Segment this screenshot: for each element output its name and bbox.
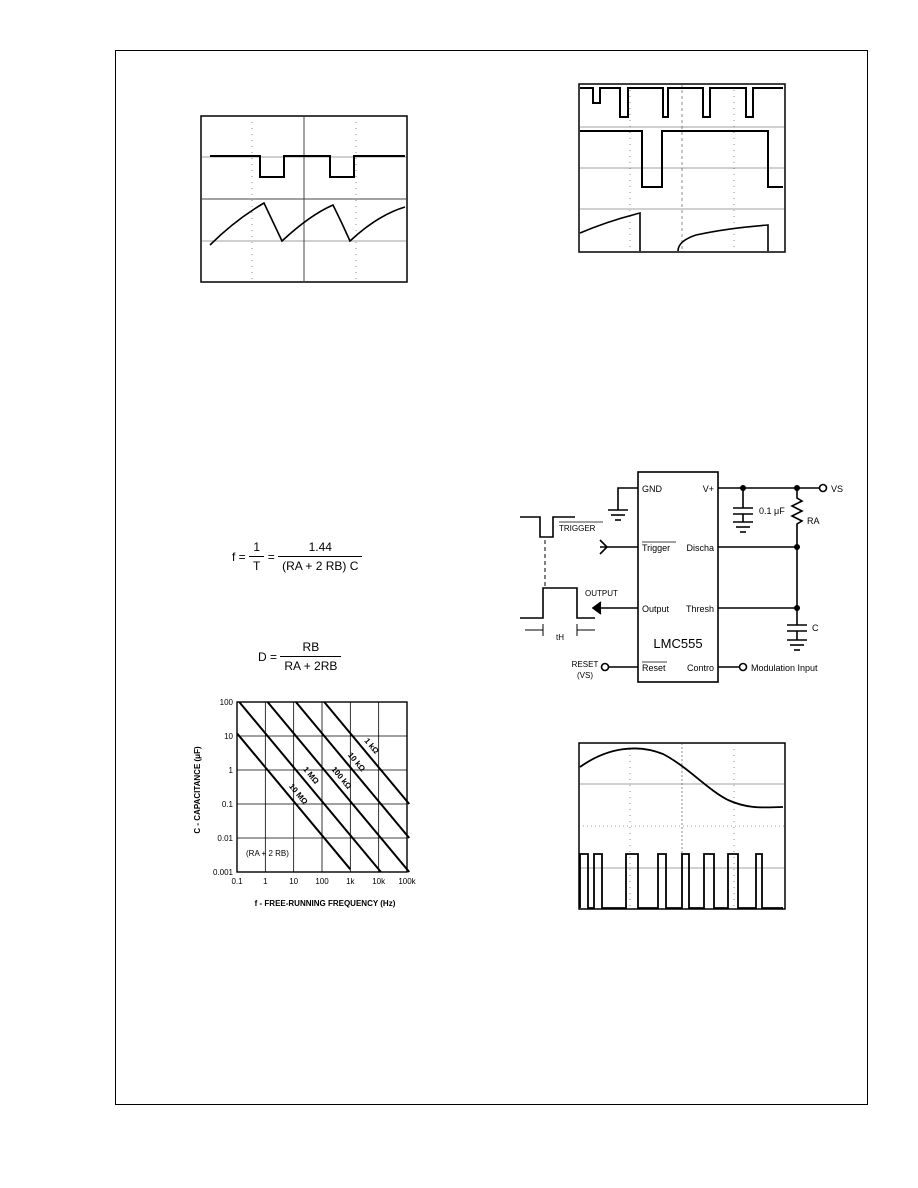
reset-terminal xyxy=(600,662,610,672)
pin-threshold: Thresh xyxy=(686,604,714,614)
series-line-2 xyxy=(266,701,411,873)
scope-astable xyxy=(200,115,408,283)
y-tick-label: 100 xyxy=(220,698,234,707)
scope-fm xyxy=(578,742,786,910)
lmc555-schematic: GND V+ Trigger Discha Output Thresh Rese… xyxy=(520,471,843,683)
modulation-terminal xyxy=(738,662,748,672)
modulation-input-label: Modulation Input xyxy=(751,663,818,673)
scope-monostable xyxy=(578,83,786,253)
reset-in-label-1: RESET xyxy=(572,660,599,669)
series-label-4: 1 kΩ xyxy=(362,736,381,756)
pin-discharge: Discha xyxy=(686,543,714,553)
chart-annotation: (RA + 2 RB) xyxy=(246,849,289,858)
chip-body xyxy=(637,471,719,683)
x-tick-label: 10 xyxy=(289,877,298,886)
x-axis-label: f - FREE-RUNNING FREQUENCY (Hz) xyxy=(255,899,396,908)
y-tick-label: 0.001 xyxy=(213,868,234,877)
page-frame xyxy=(115,50,868,1105)
y-tick-label: 0.1 xyxy=(222,800,234,809)
x-tick-label: 1 xyxy=(263,877,268,886)
series-label-0: 10 MΩ xyxy=(287,782,310,807)
pin-gnd: GND xyxy=(642,484,663,494)
y-axis-label: C - CAPACITANCE (μF) xyxy=(193,746,202,834)
frequency-equation: f = 1 T = 1.44 (RA + 2 RB) C xyxy=(232,540,363,573)
x-tick-label: 0.1 xyxy=(231,877,243,886)
chip-name: LMC555 xyxy=(653,636,702,651)
pin-trigger: Trigger xyxy=(642,543,670,553)
trigger-signal-label: TRIGGER xyxy=(559,524,596,533)
series-line-0 xyxy=(236,732,352,870)
x-tick-label: 10k xyxy=(372,877,386,886)
th-label: tH xyxy=(556,633,564,642)
output-signal-label: OUTPUT xyxy=(585,589,618,598)
pin-reset: Reset xyxy=(642,663,666,673)
y-tick-label: 10 xyxy=(224,732,233,741)
y-tick-label: 1 xyxy=(229,766,234,775)
series-label-1: 1 MΩ xyxy=(301,765,321,786)
reset-in-label-2: (VS) xyxy=(577,671,593,680)
x-tick-label: 100k xyxy=(398,877,416,886)
pin-vplus: V+ xyxy=(703,484,714,494)
pin-control: Contro xyxy=(687,663,714,673)
x-tick-label: 100 xyxy=(315,877,329,886)
series-line-3 xyxy=(295,701,411,839)
duty-cycle-equation: D = RB RA + 2RB xyxy=(258,640,342,673)
c-label: C xyxy=(812,623,819,633)
pin-output: Output xyxy=(642,604,670,614)
series-line-4 xyxy=(323,701,411,805)
vs-terminal xyxy=(818,483,828,493)
x-tick-label: 1k xyxy=(346,877,355,886)
vs-label: VS xyxy=(831,484,843,494)
y-tick-label: 0.01 xyxy=(217,834,233,843)
series-line-1 xyxy=(238,701,382,873)
ra-label: RA xyxy=(807,516,820,526)
cap-value-label: 0.1 μF xyxy=(759,506,785,516)
